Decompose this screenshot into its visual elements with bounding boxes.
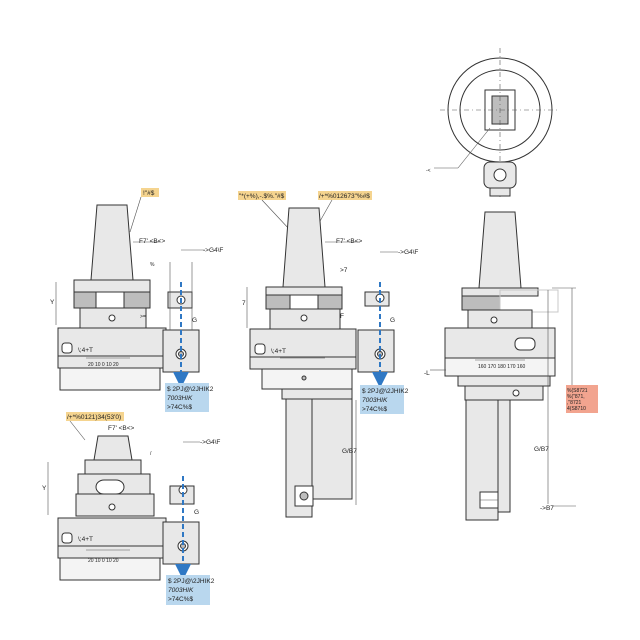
tag-b2-label: /+*%012673"%#$	[319, 193, 370, 200]
info-c-line1: $ 2PJ@\2JHIK2	[168, 578, 215, 585]
view-a: !"#$ 20 10 0 10 20 \;4+T F7' <B<> ->G4\F	[50, 188, 223, 412]
dim-a-g: G	[192, 317, 197, 324]
scale-d: 160 170 180 170 160	[478, 364, 525, 370]
dim-c-g4f: ->G4\F	[200, 439, 220, 446]
info-b-line3: >74C%$	[362, 406, 387, 413]
view-b: "*(+%),-.$%."#$ /+*%012673"%#$ \;4+T F7'…	[238, 191, 418, 518]
dim-c-g: G	[194, 509, 199, 516]
info-c-line2: 7003HIK	[168, 587, 194, 594]
info-a-line1: $ 2PJ@\2JHIK2	[167, 386, 214, 393]
dim-b-gb7: G/B7	[342, 448, 357, 455]
dim-a-small1: %	[150, 262, 155, 268]
scale-c: 20 10 0 10 20	[88, 558, 119, 564]
info-b-line1: $ 2PJ@\2JHIK2	[362, 388, 409, 395]
tag-b2	[318, 191, 372, 200]
dim-d-small: -<	[426, 168, 431, 174]
scale-a: 20 10 0 10 20	[88, 362, 119, 368]
info-c-line3: >74C%$	[168, 596, 193, 603]
wrench-icon	[61, 342, 73, 354]
dim-a-f7: F7' <B<>	[139, 238, 166, 245]
alert-box-d	[566, 385, 598, 413]
wrench-label-a: \;4+T	[78, 347, 93, 354]
dim-b-y: 7	[242, 300, 246, 307]
dim-d-b7: ->B7	[540, 505, 554, 512]
info-box-c	[166, 575, 210, 605]
alert-d-line2: %("871,	[567, 394, 585, 400]
tag-c-label: /+*%0121)34(53'0)	[67, 414, 121, 421]
view-c: /+*%0121)34(53'0) 20 10 0 10 20 \;4+T F7…	[42, 412, 220, 605]
dim-a-y: Y	[50, 299, 55, 306]
tag-b1-label: "*(+%),-.$%."#$	[239, 193, 285, 200]
info-a-line2: 7003HIK	[167, 395, 193, 402]
taper-a	[90, 204, 134, 281]
info-box-b	[360, 385, 404, 414]
info-a-line3: >74C%$	[167, 404, 192, 411]
dim-c-small3: /	[150, 451, 152, 457]
dim-c-y: Y	[42, 485, 47, 492]
dim-a-small2: >=	[140, 314, 146, 320]
wrench-label-b: \;4+T	[271, 348, 286, 355]
wrench-label-c: \;4+T	[78, 536, 93, 543]
info-box-a	[165, 383, 209, 412]
tag-a-label: !"#$	[143, 190, 155, 197]
dim-d-gb7: G/B7	[534, 446, 549, 453]
taper-b	[282, 207, 326, 288]
head-c	[93, 435, 133, 461]
tag-b1	[238, 191, 286, 200]
dim-c-f7: F7' <B<>	[108, 425, 135, 432]
dim-b-f7: F7' <B<>	[336, 238, 363, 245]
view-d: -< 160 170 180 170 160 -L G/B7	[424, 48, 598, 521]
taper-d	[478, 211, 522, 289]
body-b	[249, 328, 357, 358]
dim-a-g4f: ->G4\F	[203, 247, 223, 254]
info-b-line2: 7003HIK	[362, 397, 388, 404]
dim-d-side: -L	[424, 370, 430, 377]
dim-b-f: F	[340, 313, 344, 320]
dim-b-g4f: ->G4\F	[398, 249, 418, 256]
alert-d-line3: ,"8721	[567, 400, 582, 406]
dim-b-7: >7	[340, 267, 348, 274]
body-c	[57, 517, 167, 547]
dim-b-g: G	[390, 317, 395, 324]
tag-c	[66, 412, 124, 421]
body-a	[57, 327, 167, 357]
alert-d-line4: 4(S8710	[567, 406, 586, 412]
tag-a	[141, 188, 159, 197]
body-d	[444, 327, 556, 359]
alert-d-line1: %(S8721	[567, 388, 588, 394]
